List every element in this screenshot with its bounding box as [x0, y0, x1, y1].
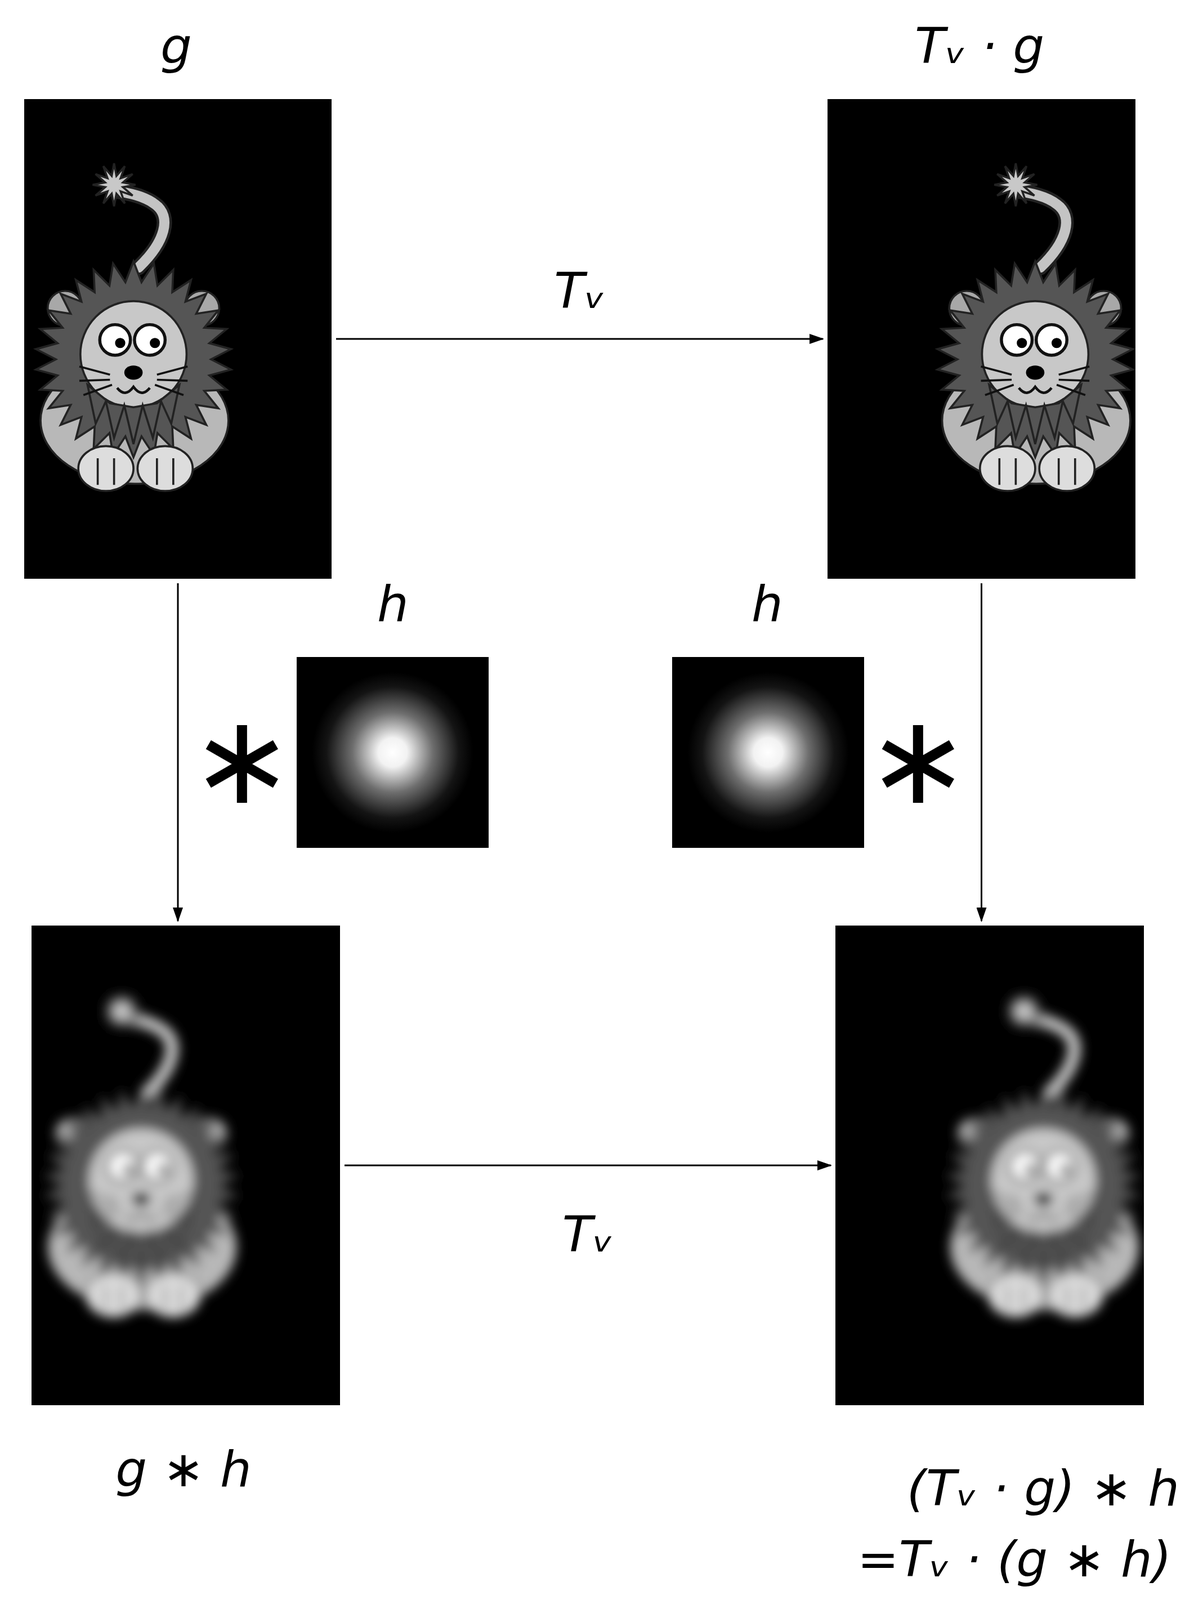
image-panel: g [24, 99, 332, 579]
math-label: h [751, 577, 784, 632]
convolution-symbol: ∗ [190, 698, 294, 822]
lion-image-shifted [827, 99, 1136, 579]
kernel-panel: h [296, 656, 489, 848]
arrow [336, 338, 824, 341]
arrow [980, 583, 983, 921]
math-label: =Tᵥ · (g ∗ h) [857, 1532, 1172, 1587]
math-label: g ∗ h [115, 1442, 252, 1497]
lion-image [24, 99, 332, 579]
gaussian-kernel [296, 656, 489, 848]
math-label: h [377, 577, 409, 632]
arrow-label: Tᵥ [562, 1207, 614, 1263]
math-label: Tᵥ · g [914, 19, 1045, 74]
math-label: g [160, 19, 192, 74]
blurred-lion-image-shifted [835, 925, 1144, 1406]
arrow [177, 583, 180, 921]
image-panel: g ∗ h [31, 925, 341, 1406]
kernel-panel: h [672, 656, 865, 848]
blurred-lion-image [31, 925, 341, 1406]
arrow [344, 1164, 831, 1167]
math-label: (Tᵥ · g) ∗ h [906, 1461, 1180, 1516]
convolution-symbol: ∗ [866, 698, 970, 822]
image-panel: (Tᵥ · g) ∗ h=Tᵥ · (g ∗ h) [835, 925, 1144, 1406]
gaussian-kernel [672, 656, 865, 848]
arrow-label: Tᵥ [553, 264, 605, 319]
image-panel: Tᵥ · g [827, 99, 1136, 579]
